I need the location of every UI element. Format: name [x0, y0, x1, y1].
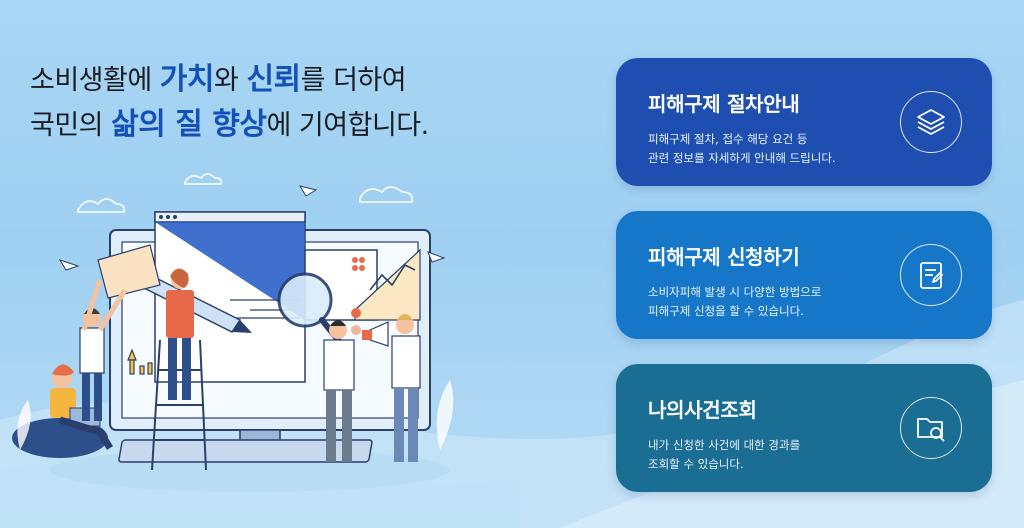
person-with-megaphone: [362, 314, 421, 462]
card-title: 나의사건조회: [648, 398, 757, 422]
card-description: 내가 신청한 사건에 대한 경과를 조회할 수 있습니다.: [648, 436, 908, 474]
headline-line-1: 소비생활에 가치와 신뢰를 더하여: [30, 58, 490, 103]
notepad-icon: [900, 244, 962, 306]
hero-illustration: [12, 173, 454, 492]
card-my-case-lookup[interactable]: 나의사건조회 내가 신청한 사건에 대한 경과를 조회할 수 있습니다.: [616, 364, 992, 492]
card-description: 피해구제 절차, 접수 해당 요건 등 관련 정보를 자세하게 안내해 드립니다…: [648, 130, 908, 168]
card-description-line: 소비자피해 발생 시 다양한 방법으로: [648, 285, 822, 299]
card-description-line: 피해구제 절차, 접수 해당 요건 등: [648, 132, 808, 146]
person-with-magnifier: [323, 320, 355, 462]
headline-text: 와: [214, 65, 247, 96]
card-description: 소비자피해 발생 시 다양한 방법으로 피해구제 신청을 할 수 있습니다.: [648, 283, 908, 321]
card-description-line: 조회할 수 있습니다.: [648, 457, 744, 471]
card-description-line: 내가 신청한 사건에 대한 경과를: [648, 438, 801, 452]
folder-search-icon: [900, 397, 962, 459]
layers-icon: [900, 91, 962, 153]
headline-text: 에 기여합니다.: [266, 110, 430, 141]
person-sitting: [12, 364, 113, 458]
headline-line-2: 국민의 삶의 질 향상에 기여합니다.: [30, 103, 490, 148]
cloud-icon: [77, 173, 414, 213]
person-lifting: [79, 244, 161, 421]
headline-text: 를 더하여: [300, 65, 407, 96]
card-title: 피해구제 절차안내: [648, 92, 800, 116]
card-damage-relief-apply[interactable]: 피해구제 신청하기 소비자피해 발생 시 다양한 방법으로 피해구제 신청을 할…: [616, 211, 992, 339]
headline-text: 소비생활에: [30, 65, 160, 96]
headline-emphasis-value: 가치: [159, 62, 215, 97]
card-title: 피해구제 신청하기: [648, 245, 800, 269]
headline-text: 국민의: [30, 110, 112, 141]
card-description-line: 피해구제 신청을 할 수 있습니다.: [648, 304, 804, 318]
magnifier-icon: [277, 272, 333, 328]
person-on-ladder: [151, 268, 207, 471]
hero-headline: 소비생활에 가치와 신뢰를 더하여 국민의 삶의 질 향상에 기여합니다.: [30, 58, 490, 148]
card-description-line: 관련 정보를 자세하게 안내해 드립니다.: [648, 151, 836, 165]
headline-emphasis-trust: 신뢰: [246, 62, 301, 97]
card-damage-relief-guide[interactable]: 피해구제 절차안내 피해구제 절차, 접수 해당 요건 등 관련 정보를 자세하…: [616, 58, 992, 186]
headline-emphasis-quality: 삶의 질 향상: [111, 107, 267, 142]
